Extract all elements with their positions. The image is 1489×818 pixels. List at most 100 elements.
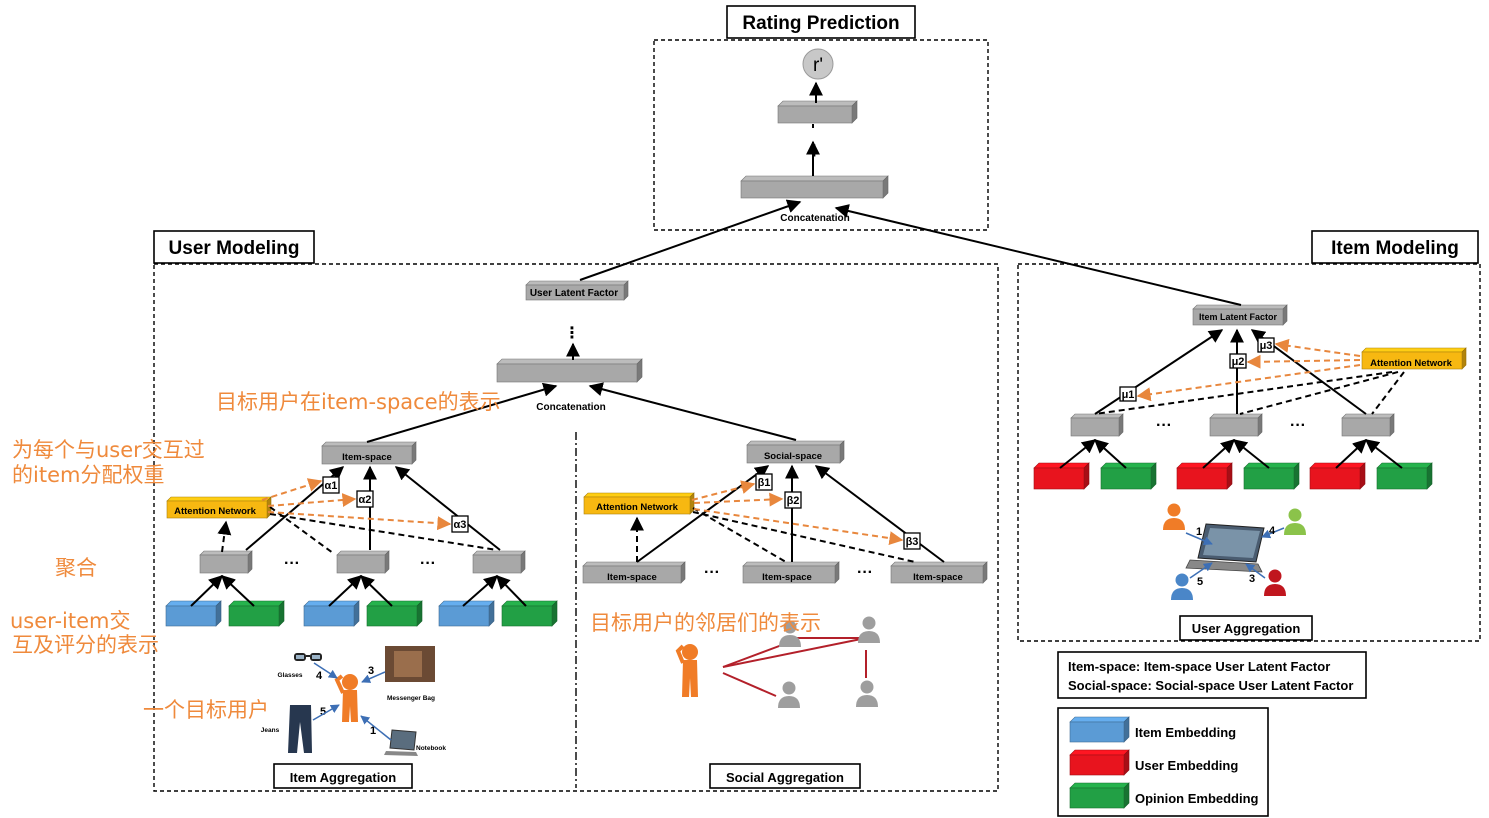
- social-dots-1: ···: [704, 564, 720, 581]
- svg-text:4: 4: [1269, 525, 1276, 537]
- connector-line: [220, 575, 255, 607]
- connector-line: [692, 511, 916, 563]
- beta-2-box: β2: [784, 491, 802, 509]
- user-latent-factor-label: User Latent Factor: [530, 288, 618, 299]
- svg-text:User Modeling: User Modeling: [169, 238, 300, 259]
- svg-text:Social Aggregation: Social Aggregation: [726, 770, 844, 785]
- legend-item: Opinion Embedding: [1069, 782, 1259, 809]
- item-latent-factor-block: [1192, 304, 1288, 326]
- definitions-box: Item-space: Item-space User Latent Facto…: [1057, 651, 1367, 699]
- connector-line: [1232, 439, 1270, 469]
- svg-text:Rating Prediction: Rating Prediction: [742, 13, 899, 34]
- svg-text:Attention Network: Attention Network: [596, 502, 679, 513]
- svg-text:5: 5: [1197, 576, 1203, 588]
- annotation-item-space-repr: 目标用户在item-space的表示: [216, 390, 501, 414]
- item-aggregation-node: [336, 550, 390, 574]
- svg-text:α2: α2: [359, 494, 372, 506]
- legend-item: User Embedding: [1069, 749, 1238, 776]
- social-dots-2: ···: [857, 564, 873, 581]
- svg-text:α1: α1: [325, 480, 338, 492]
- svg-text:1: 1: [370, 725, 376, 737]
- social-aggregation-illustration: [675, 616, 880, 708]
- connector-line: [579, 199, 802, 281]
- opinion-embedding-block: [1243, 462, 1300, 490]
- legend-swatch: [1069, 716, 1130, 743]
- neighbor-user-icon: [856, 680, 878, 707]
- item-embedding-block: [438, 600, 495, 627]
- alpha-1-box: α1: [322, 476, 340, 494]
- user-agg-dots-1: ···: [1156, 417, 1172, 434]
- svg-text:r': r': [813, 55, 823, 76]
- social-item-space-node-label: Item-space: [913, 572, 963, 583]
- mu-1-box: μ1: [1119, 386, 1137, 402]
- connector-line: [462, 575, 499, 607]
- messenger-bag-icon: [385, 646, 435, 682]
- item-aggregation-illustration: Glasses Messenger Bag Jeans Notebook 4 3…: [261, 646, 446, 756]
- connector-line: [267, 511, 452, 531]
- connector-line: [1202, 439, 1236, 469]
- rating-output-node: r': [802, 48, 834, 80]
- item-attention-network-2: Attention Network: [1370, 358, 1453, 369]
- neighbor-user-icon: [778, 681, 800, 708]
- connector-line: [328, 575, 363, 607]
- connector-line: [692, 507, 787, 563]
- svg-text:α3: α3: [454, 519, 467, 531]
- user-modeling-title: User Modeling: [153, 230, 315, 264]
- connector-line: [1371, 371, 1405, 415]
- annotation-aggregate: 聚合: [55, 556, 97, 580]
- alpha-2-box: α2: [356, 490, 374, 508]
- social-space-label: Social-space: [764, 451, 822, 462]
- item-aggregation-node: [472, 550, 526, 574]
- rating-concat-block: [740, 175, 889, 199]
- opinion-embedding-block: [1100, 462, 1157, 490]
- connector-line: [814, 465, 945, 563]
- connector-line: [366, 382, 558, 443]
- user-icon-red: [1264, 569, 1286, 596]
- target-user-icon: [675, 644, 698, 697]
- laptop-icon: [1185, 523, 1265, 573]
- connector-line: [693, 508, 904, 546]
- social-item-space-node-label: Item-space: [607, 572, 657, 583]
- svg-text:Item Aggregation: Item Aggregation: [290, 770, 396, 785]
- legend-item: Item Embedding: [1069, 716, 1236, 743]
- beta-3-box: β3: [903, 532, 921, 550]
- user-concatenation-label: Concatenation: [536, 402, 605, 413]
- legend-swatch: [1069, 749, 1130, 776]
- item-attention-block: [1361, 347, 1467, 370]
- svg-text:Attention Network: Attention Network: [1370, 358, 1453, 369]
- svg-text:5: 5: [320, 706, 326, 718]
- connector-line: [1136, 364, 1361, 402]
- social-attention-network: Attention Network: [596, 502, 679, 513]
- connector-line: [588, 382, 797, 441]
- legend-label: Opinion Embedding: [1135, 791, 1259, 806]
- connector-line: [267, 493, 357, 507]
- item-aggregation-node: [199, 550, 253, 574]
- item-modeling-box: [1017, 263, 1481, 642]
- legend-label: Item Embedding: [1135, 725, 1236, 740]
- opinion-embedding-block: [366, 600, 423, 627]
- item-dots-2: ···: [420, 555, 436, 572]
- connector-line: [834, 204, 1242, 306]
- connector-line: [269, 513, 498, 551]
- glasses-icon: [294, 653, 322, 661]
- legend-swatch: [1069, 782, 1130, 809]
- connector-line: [693, 492, 784, 507]
- user-aggregation-caption: User Aggregation: [1179, 615, 1313, 641]
- item-modeling-title: Item Modeling: [1311, 230, 1479, 264]
- user-embedding-block: [1033, 462, 1090, 490]
- connector-line: [1335, 439, 1368, 469]
- alpha-3-box: α3: [451, 515, 469, 533]
- svg-text:4: 4: [316, 670, 323, 682]
- svg-text:Social-space: Social-space Use: Social-space: Social-space User Latent F…: [1068, 678, 1353, 693]
- connector-line: [359, 575, 393, 607]
- connector-line: [496, 574, 527, 607]
- social-aggregation-caption: Social Aggregation: [709, 763, 861, 789]
- user-aggregation-illustration: 1 4 5 3: [1163, 503, 1306, 600]
- user-latent-factor-block: [525, 280, 629, 301]
- social-item-space-node: [582, 561, 686, 584]
- svg-text:3: 3: [1249, 573, 1255, 585]
- svg-text:Item Modeling: Item Modeling: [1331, 238, 1459, 259]
- social-item-space-node: [890, 561, 988, 584]
